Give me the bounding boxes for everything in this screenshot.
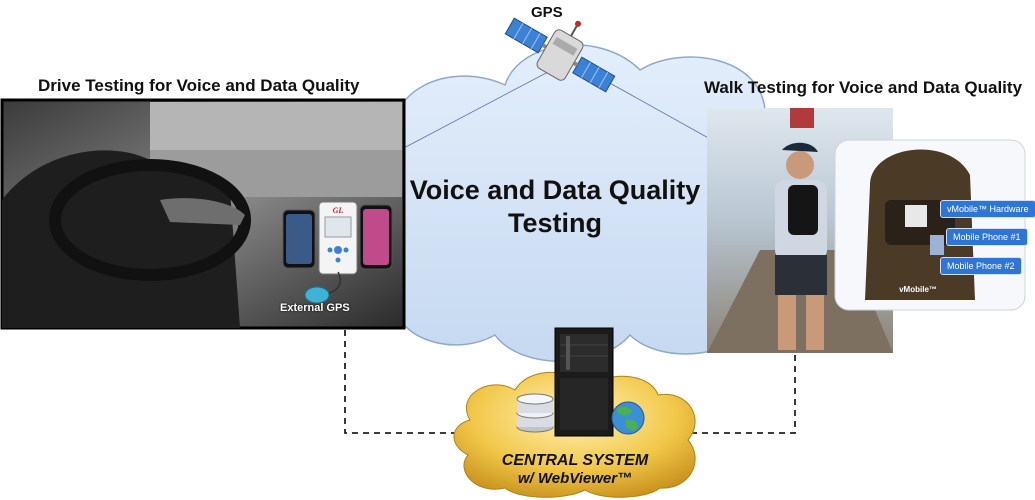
mobile-phone-icon (359, 204, 393, 270)
drive-testing-heading: Drive Testing for Voice and Data Quality (38, 76, 360, 95)
callout-mobile-phone-1: Mobile Phone #1 (946, 228, 1028, 246)
diagram-title: Voice and Data Quality Testing (409, 175, 701, 238)
vmobile-device-icon: GL (318, 201, 358, 275)
backpack-inset: vMobile™ (834, 139, 1026, 311)
walk-testing-heading: Walk Testing for Voice and Data Quality (704, 78, 1023, 97)
central-system-label: CENTRAL SYSTEM w/ WebViewer™ (470, 452, 680, 488)
svg-text:vMobile™: vMobile™ (899, 285, 937, 294)
server-tower-icon (554, 327, 614, 437)
satellite-icon (504, 17, 616, 93)
mobile-phone-icon (282, 209, 316, 269)
callout-vmobile-hardware: vMobile™ Hardware (940, 200, 1035, 218)
svg-text:GL: GL (333, 206, 344, 215)
callout-mobile-phone-2: Mobile Phone #2 (940, 257, 1022, 275)
gps-label: GPS (531, 4, 563, 21)
globe-icon (611, 401, 645, 435)
gps-link-left (399, 71, 549, 151)
database-icon (516, 393, 554, 433)
external-gps-label: External GPS (280, 302, 350, 314)
external-gps-antenna-icon (304, 271, 341, 304)
connection-lines (344, 330, 796, 434)
central-system-subtitle: w/ WebViewer™ (517, 470, 633, 487)
central-system-title: CENTRAL SYSTEM (501, 452, 649, 469)
